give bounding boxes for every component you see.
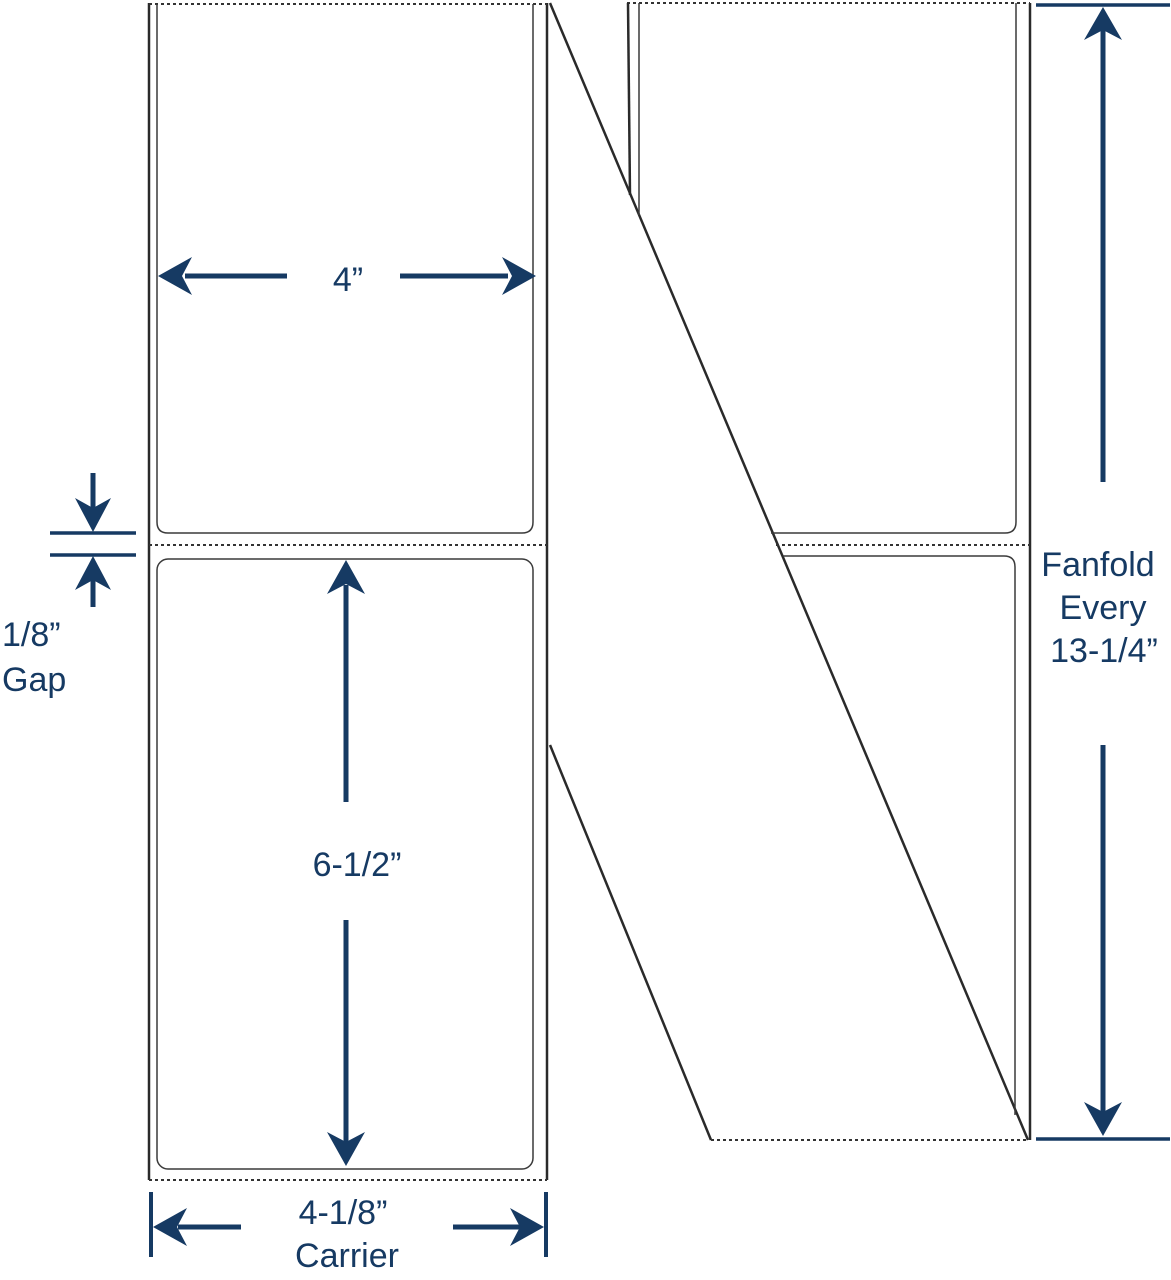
gap-arrow-bottom-head (75, 556, 111, 590)
carrier-arrow-left-head (153, 1208, 187, 1246)
upper-label (156, 4, 534, 534)
label-height-dimension: 6-1/2” (313, 560, 402, 1166)
carrier-width-dimension: 4-1/8” Carrier (149, 1192, 548, 1275)
width-arrow-left-head (158, 257, 192, 295)
fold-lines (548, 2, 1030, 1141)
carrier-arrow-right-head (510, 1208, 544, 1246)
back-lower-label (783, 555, 1016, 1115)
lower-label (156, 558, 534, 1170)
carrier-word-text: Carrier (295, 1237, 399, 1275)
fanfold-arrow-down-head (1084, 1102, 1122, 1136)
carrier-value-text: 4-1/8” (299, 1194, 388, 1232)
label-width-text: 4” (333, 261, 363, 299)
fanfold-dimension: Fanfold Every 13-1/4” (1036, 3, 1170, 1141)
height-arrow-up-head (327, 560, 365, 594)
back-upper-label (771, 3, 1017, 534)
front-carrier-strip (147, 3, 549, 1181)
gap-dimension: 1/8” Gap (2, 473, 136, 699)
fold-diagonal-long (548, 2, 1030, 1141)
fanfold-line1-text: Fanfold (1041, 546, 1154, 584)
gap-word-text: Gap (2, 661, 66, 699)
back-left-edge (626, 2, 632, 196)
height-arrow-down-head (327, 1132, 365, 1166)
fanfold-arrow-up-head (1084, 7, 1122, 40)
label-width-dimension: 4” (158, 257, 536, 299)
width-arrow-right-head (502, 257, 536, 295)
gap-value-text: 1/8” (2, 616, 61, 654)
fanfold-line2-text: Every (1060, 589, 1147, 627)
gap-arrow-top-head (75, 498, 111, 532)
fold-diagonal-short (548, 744, 713, 1141)
back-carrier-strip (626, 2, 1032, 1140)
fanfold-line3-text: 13-1/4” (1050, 632, 1158, 670)
label-height-text: 6-1/2” (313, 846, 402, 884)
